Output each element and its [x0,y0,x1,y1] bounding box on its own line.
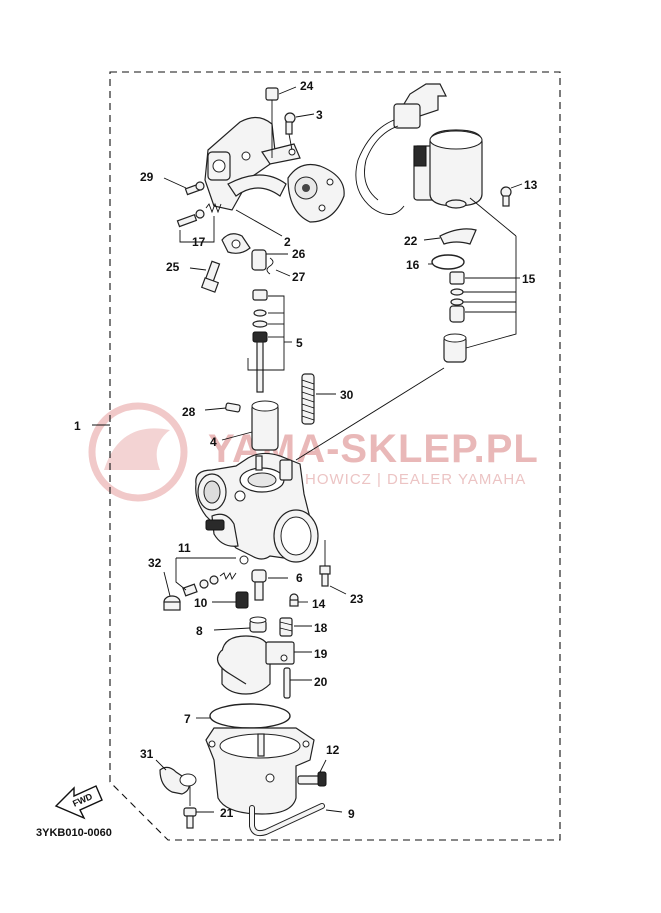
callout-13: 13 [524,178,538,192]
link-26-27 [251,249,274,275]
needle-stack-5 [252,289,268,393]
jet-holder-8 [249,616,267,633]
assembly-boundary [109,71,561,841]
callout-26: 26 [292,247,306,261]
fwd-arrow-icon: FWD [54,785,103,820]
callout-15: 15 [522,272,536,286]
callout-8: 8 [196,624,203,638]
clamp-31 [159,766,197,795]
pin-28 [225,402,241,413]
callout-10: 10 [194,596,208,610]
callout-12: 12 [326,743,340,757]
screw-3 [284,112,296,135]
callout-7: 7 [184,712,191,726]
plate-22 [439,228,477,245]
callout-labels: 1 2 3 4 5 6 7 8 9 10 11 12 13 14 15 16 1… [74,79,538,821]
callout-27: 27 [292,270,306,284]
callout-5: 5 [296,336,303,350]
callout-21: 21 [220,806,234,820]
callout-3: 3 [316,108,323,122]
gasket-7 [209,703,291,729]
callout-25: 25 [166,260,180,274]
float-19 [216,635,295,695]
rod-30 [301,373,315,425]
cap-32 [163,595,181,611]
diagram-code: 3YKB010-0060 [36,827,112,839]
screw-13 [500,186,512,207]
plunger-stack-15 [443,271,467,363]
collar-24 [265,87,279,101]
oring-16 [431,254,465,270]
callout-2: 2 [284,235,291,249]
bolt-25 [200,260,221,293]
lever-2 [221,233,251,254]
drain-screw-12 [297,771,327,787]
callout-9: 9 [348,807,355,821]
throttle-bracket-assembly [204,116,345,223]
callout-1: 1 [74,419,81,433]
callout-18: 18 [314,621,328,635]
main-jet-10 [235,591,249,609]
screw-29 [184,181,205,196]
screw-23 [319,565,331,587]
watermark-dealer: HOWICZ | DEALER YAMAHA [305,471,526,488]
screw-spring-11 [182,571,237,597]
jet-6 [251,569,267,601]
callout-14: 14 [312,597,326,611]
callout-6: 6 [296,571,303,585]
callout-24: 24 [300,79,314,93]
callout-31: 31 [140,747,154,761]
screw-spring-17 [176,202,222,228]
float-chamber [205,727,315,815]
callout-19: 19 [314,647,328,661]
pin-20 [283,667,291,699]
callout-22: 22 [404,234,418,248]
callout-32: 32 [148,556,162,570]
starter-solenoid [355,83,483,215]
callout-17: 17 [192,235,206,249]
throttle-valve-4 [251,400,279,451]
screw-21 [183,807,197,829]
callout-16: 16 [406,258,420,272]
callout-20: 20 [314,675,328,689]
callout-29: 29 [140,170,154,184]
needle-valve-18 [279,617,293,637]
watermark: YAMA-SKLEP.PL HOWICZ | DEALER YAMAHA [88,402,538,502]
callout-4: 4 [210,435,217,449]
callout-30: 30 [340,388,354,402]
callout-11: 11 [178,541,191,555]
screw-14 [289,593,299,607]
carburetor-body [195,452,319,565]
callout-23: 23 [350,592,364,606]
callout-28: 28 [182,405,196,419]
